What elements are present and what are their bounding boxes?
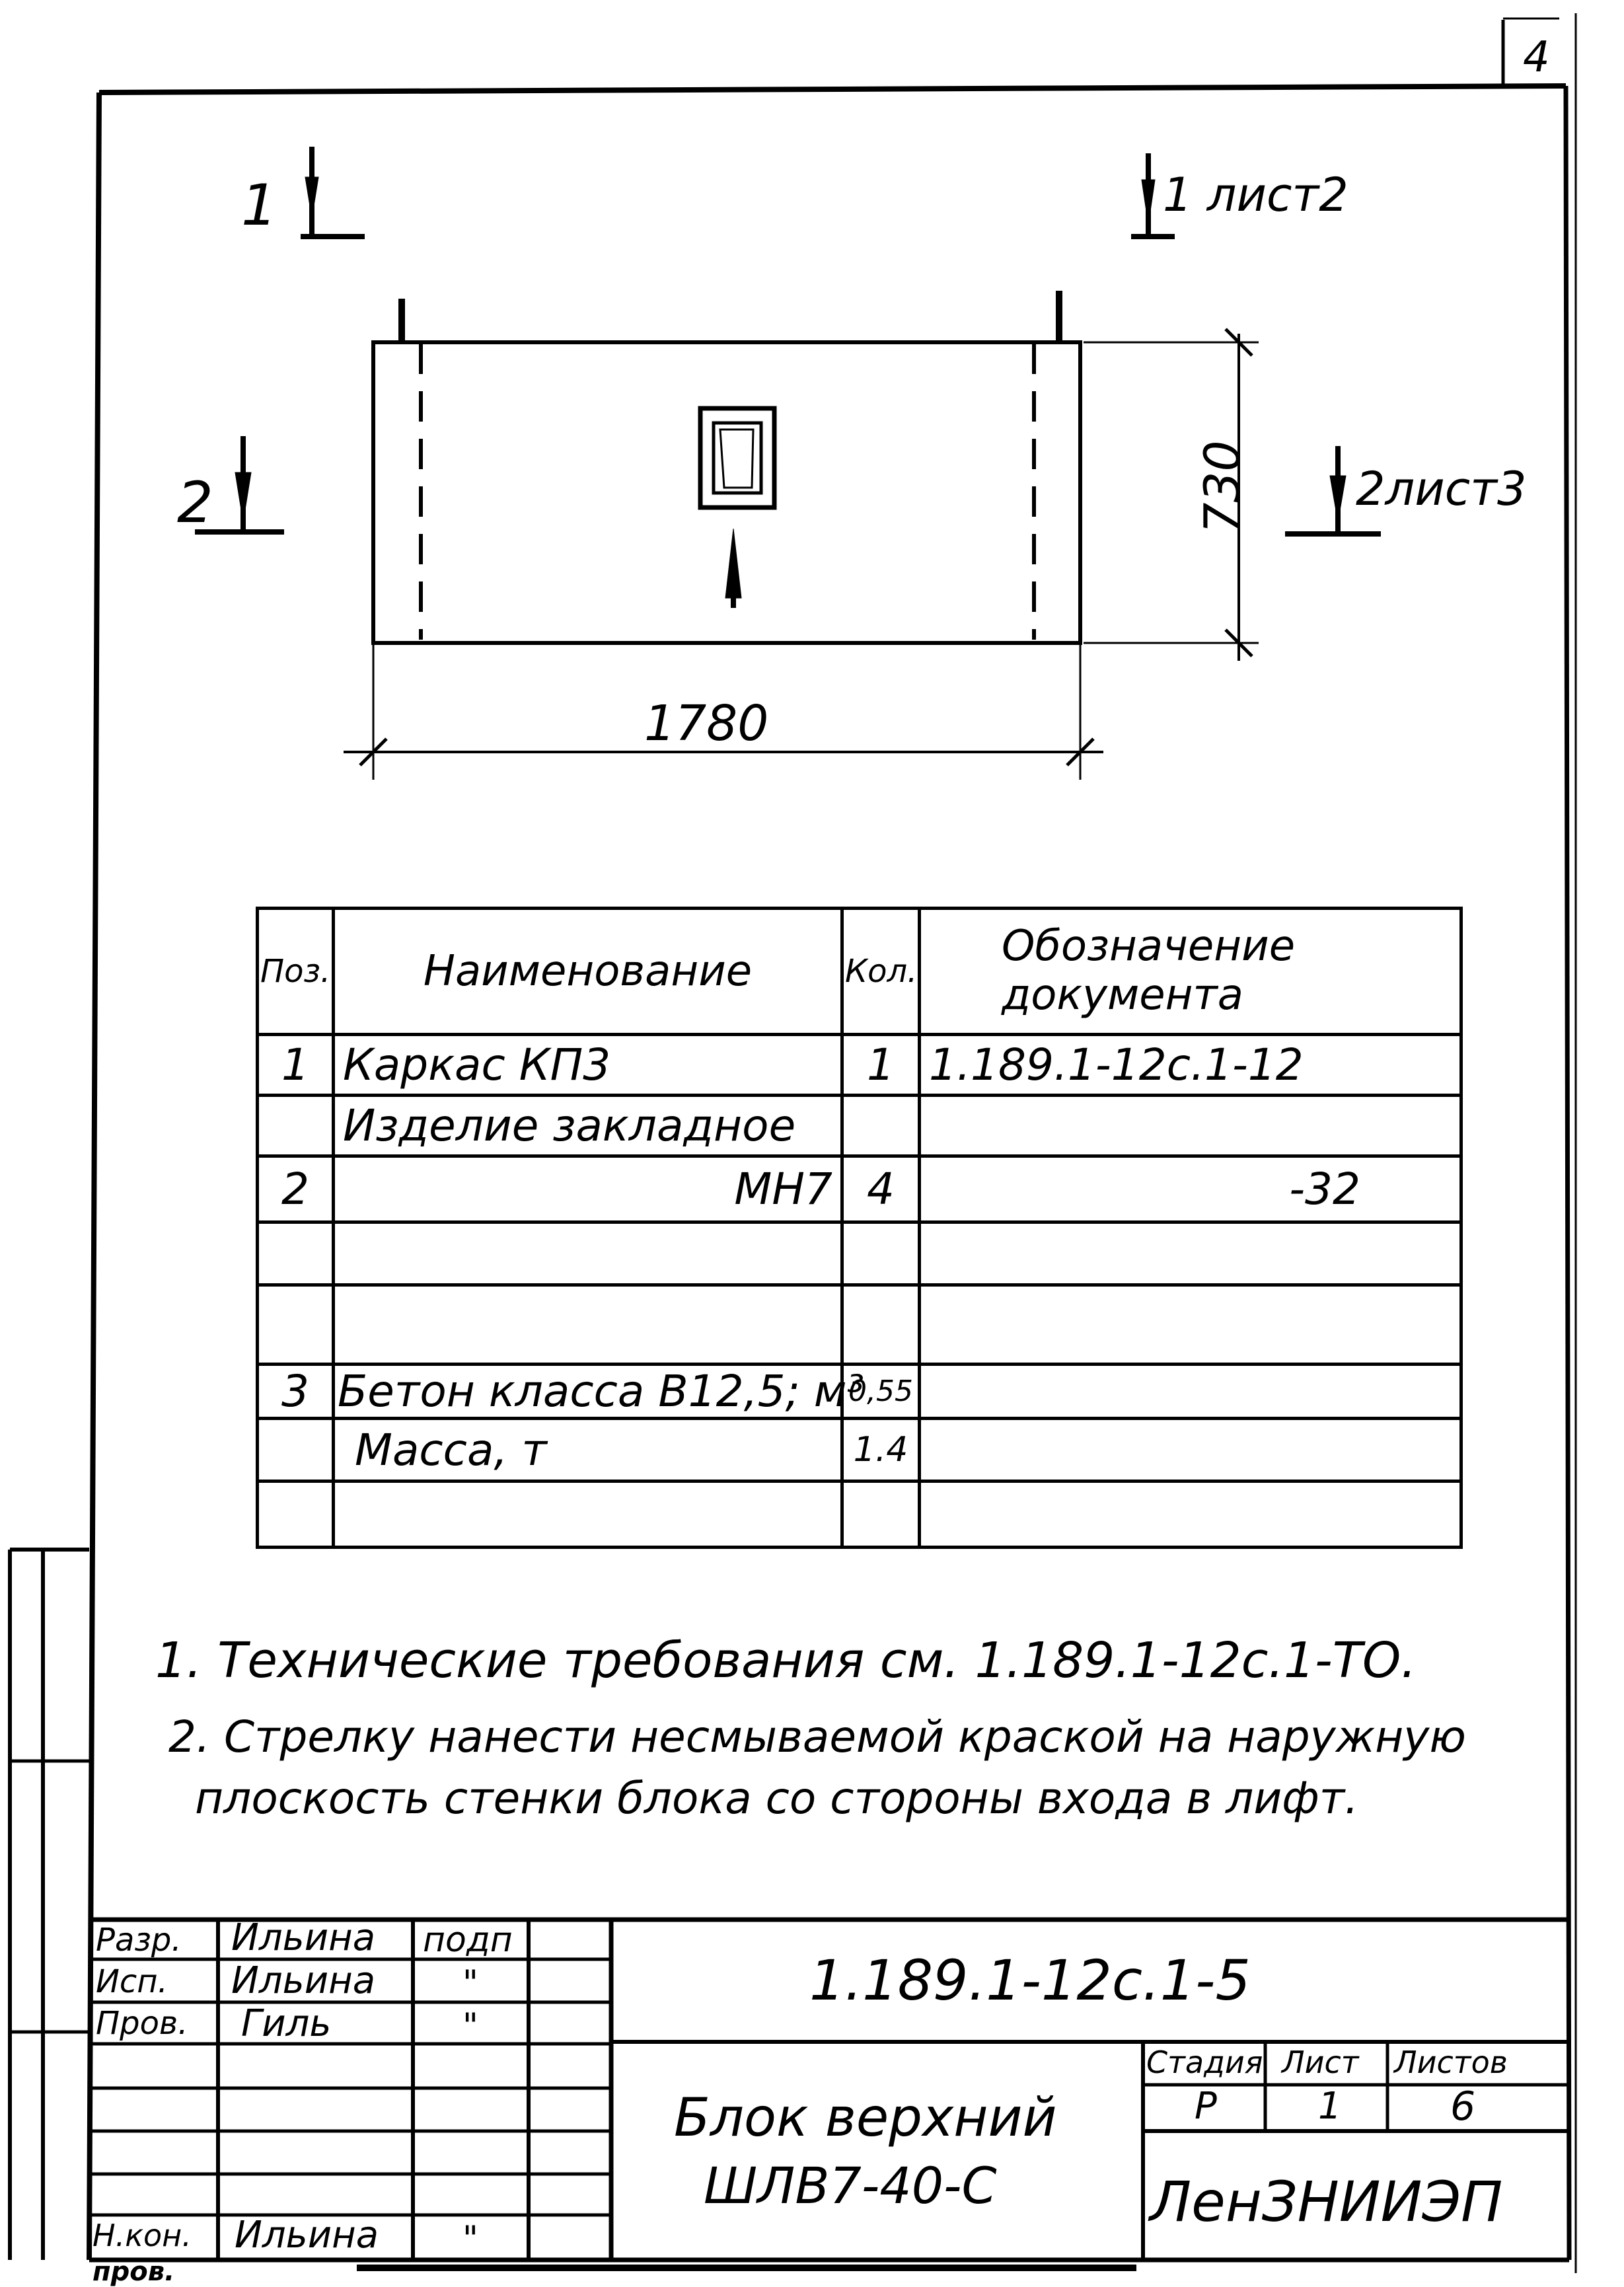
signature-checker: " — [462, 2006, 478, 2046]
cell-name: Масса, т — [332, 1417, 844, 1483]
table-header-row: Поз. Наименование Кол. Обозначение докум… — [256, 907, 1463, 1036]
name-executor: Ильина — [231, 1959, 376, 2002]
note-2-continued: плоскость стенки блока со стороны входа … — [195, 1773, 1359, 1824]
header-name: Наименование — [332, 907, 844, 1036]
cell-pos: 2 — [256, 1154, 335, 1224]
signature-executor: " — [462, 1963, 478, 2003]
cell-qty — [840, 1480, 921, 1549]
table-row: Изделие закладное — [256, 1094, 1463, 1158]
stage-value: Р — [1195, 2085, 1217, 2128]
specification-table: Поз. Наименование Кол. Обозначение докум… — [256, 907, 1463, 1549]
cell-doc — [918, 1417, 1463, 1483]
dimension-height — [1084, 328, 1259, 661]
header-doc: Обозначение документа — [918, 907, 1463, 1036]
dimension-height-label: 730 — [1194, 440, 1251, 534]
block-plan — [371, 291, 1082, 645]
section-label-2-left: 2 — [177, 470, 213, 536]
product-mark: ШЛВ7-40-С — [704, 2156, 997, 2215]
dimension-width — [344, 644, 1103, 780]
cell-pos — [256, 1094, 335, 1158]
table-row: 1 Каркас КП3 1 1.189.1-12с.1-12 — [256, 1033, 1463, 1097]
cell-name: Каркас КП3 — [332, 1033, 844, 1097]
role-norm-control: Н.кон. — [92, 2218, 192, 2253]
name-norm-control: Ильина — [235, 2214, 379, 2257]
cell-name: МН7 — [332, 1154, 844, 1224]
table-row: Масса, т 1.4 — [256, 1417, 1463, 1483]
cell-doc — [918, 1480, 1463, 1549]
header-doc-line1: Обозначение — [1002, 922, 1296, 971]
cell-name: Бетон класса В12,5; м³ — [332, 1363, 864, 1420]
cell-qty: 0,55 — [840, 1363, 921, 1420]
cell-pos — [256, 1417, 335, 1483]
sheet-frame — [87, 13, 1577, 2273]
section-mark-2-left — [195, 436, 284, 535]
section-label-1-left: 1 — [241, 172, 277, 239]
section-mark-2-right — [1285, 446, 1381, 537]
section-mark-1-right — [1131, 153, 1175, 239]
cell-doc: -32 — [918, 1154, 1463, 1224]
cell-pos — [256, 1283, 335, 1366]
table-row — [256, 1220, 1463, 1287]
note-2: 2. Стрелку нанести несмываемой краской н… — [168, 1711, 1466, 1762]
table-row — [256, 1480, 1463, 1549]
note-1: 1. Технические требования см. 1.189.1-12… — [155, 1632, 1417, 1689]
section-label-1-right: 1 лист2 — [1163, 168, 1348, 222]
cell-name — [332, 1220, 844, 1287]
name-checker: Гиль — [241, 2002, 332, 2045]
cell-name — [332, 1283, 844, 1366]
cell-qty — [840, 1094, 921, 1158]
bottom-cut-label: пров. — [92, 2257, 175, 2287]
header-doc-line2: документа — [1002, 971, 1243, 1020]
cell-doc — [918, 1220, 1463, 1287]
cell-qty: 1 — [840, 1033, 921, 1097]
sheets-header: Листов — [1394, 2044, 1508, 2080]
section-label-2-right: 2лист3 — [1356, 462, 1527, 516]
header-qty: Кол. — [840, 907, 921, 1036]
table-row — [256, 1283, 1463, 1366]
cell-pos — [256, 1220, 335, 1287]
cell-pos: 3 — [256, 1363, 335, 1420]
document-designation: 1.189.1-12с.1-5 — [809, 1948, 1251, 2013]
signature-norm-control: " — [462, 2219, 478, 2259]
organization-name: ЛенЗНИИЭП — [1150, 2169, 1503, 2234]
cell-qty: 4 — [840, 1154, 921, 1224]
table-row: 3 Бетон класса В12,5; м³ 0,55 — [256, 1363, 1463, 1420]
sheet-value: 1 — [1318, 2085, 1342, 2128]
cell-doc: 1.189.1-12с.1-12 — [918, 1033, 1463, 1097]
title-block-frame — [89, 1917, 1569, 2271]
name-developer: Ильина — [231, 1916, 376, 1959]
table-row: 2 МН7 4 -32 — [256, 1154, 1463, 1224]
signature-developer: подп — [423, 1920, 513, 1960]
cell-pos — [256, 1480, 335, 1549]
sheet-header: Лист — [1282, 2044, 1359, 2080]
cell-qty — [840, 1283, 921, 1366]
cell-name — [332, 1480, 844, 1549]
header-pos: Поз. — [256, 907, 335, 1036]
cell-qty — [840, 1220, 921, 1287]
cell-doc — [918, 1094, 1463, 1158]
stage-header: Стадия — [1146, 2044, 1263, 2080]
role-checker: Пров. — [96, 2005, 188, 2042]
cell-qty: 1.4 — [840, 1417, 921, 1483]
page-number: 4 — [1523, 33, 1550, 82]
cell-pos: 1 — [256, 1033, 335, 1097]
product-name: Блок верхний — [674, 2087, 1057, 2148]
role-executor: Исп. — [96, 1963, 168, 2000]
role-developer: Разр. — [96, 1922, 182, 1959]
cell-name: Изделие закладное — [332, 1094, 844, 1158]
left-binding-strip — [8, 1548, 89, 2260]
section-mark-1-left — [301, 147, 365, 239]
sheets-value: 6 — [1450, 2083, 1476, 2130]
dimension-width-label: 1780 — [644, 695, 769, 752]
cell-doc — [918, 1283, 1463, 1366]
cell-doc — [918, 1363, 1463, 1420]
